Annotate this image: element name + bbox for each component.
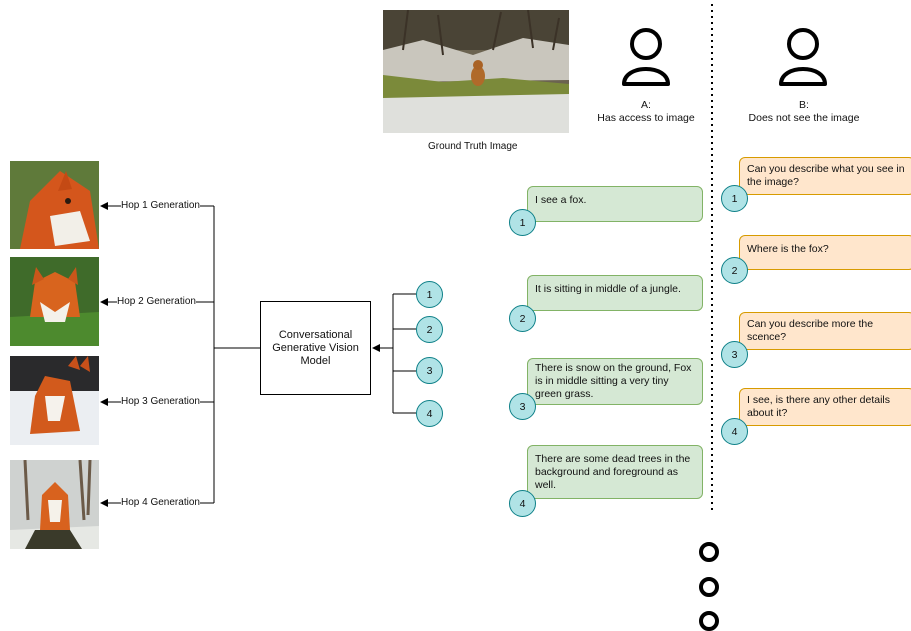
- question-4-bubble: I see, is there any other details about …: [739, 388, 911, 426]
- answer-2-bubble: It is sitting in middle of a jungle.: [527, 275, 703, 311]
- answer-2-num: 2: [509, 305, 536, 332]
- person-b-icon: [779, 28, 827, 86]
- turn-2-circle: 2: [416, 316, 443, 343]
- ground-truth-caption: Ground Truth Image: [428, 141, 518, 152]
- question-3-num: 3: [721, 341, 748, 368]
- continuation-dot-1: [699, 542, 719, 562]
- answer-4-num: 4: [509, 490, 536, 517]
- question-2-num: 2: [721, 257, 748, 284]
- turn-3-circle: 3: [416, 357, 443, 384]
- turn-4-circle: 4: [416, 400, 443, 427]
- question-4-num: 4: [721, 418, 748, 445]
- hop-2-label: Hop 2 Generation: [117, 296, 196, 308]
- hop-2-image: [10, 257, 99, 346]
- hop-3-image: [10, 356, 99, 445]
- question-3-bubble: Can you describe more the scence?: [739, 312, 911, 350]
- person-a-label: A: Has access to image: [586, 99, 706, 125]
- answer-1-bubble: I see a fox.: [527, 186, 703, 222]
- answer-1-num: 1: [509, 209, 536, 236]
- ground-truth-image: [383, 10, 569, 133]
- continuation-dot-2: [699, 577, 719, 597]
- hop-4-image: [10, 460, 99, 549]
- question-1-num: 1: [721, 185, 748, 212]
- answer-4-bubble: There are some dead trees in the backgro…: [527, 445, 703, 499]
- hop-1-image: [10, 161, 99, 249]
- person-a-icon: [622, 28, 670, 86]
- person-b-desc: Does not see the image: [748, 112, 860, 124]
- person-b-label: B: Does not see the image: [739, 99, 869, 125]
- hop-3-label: Hop 3 Generation: [121, 396, 200, 408]
- question-1-bubble: Can you describe what you see in the ima…: [739, 157, 911, 195]
- person-b-letter: B:: [799, 99, 809, 111]
- question-2-bubble: Where is the fox?: [739, 235, 911, 270]
- model-box: Conversational Generative Vision Model: [260, 301, 371, 395]
- person-a-letter: A:: [641, 99, 651, 111]
- hop-1-label: Hop 1 Generation: [121, 200, 200, 212]
- continuation-dot-3: [699, 611, 719, 631]
- answer-3-bubble: There is snow on the ground, Fox is in m…: [527, 358, 703, 405]
- answer-3-num: 3: [509, 393, 536, 420]
- person-a-desc: Has access to image: [597, 112, 695, 124]
- turn-1-circle: 1: [416, 281, 443, 308]
- hop-4-label: Hop 4 Generation: [121, 497, 200, 509]
